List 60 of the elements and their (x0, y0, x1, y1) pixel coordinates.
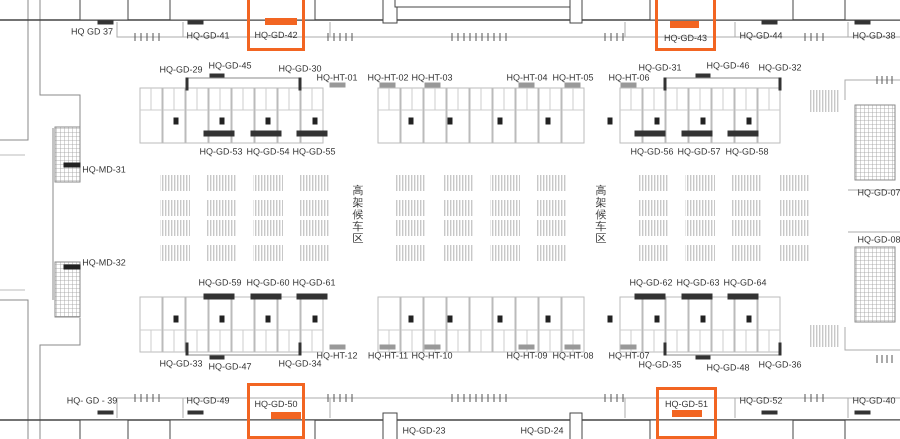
equipment-code: HQ GD 37 (71, 28, 113, 36)
equipment-code: HQ-GD-43 (662, 34, 708, 43)
equipment-code: HQ-GD-61 (292, 278, 336, 288)
highlight-frame (655, 0, 716, 51)
equipment-code: HQ-GD-40 (852, 396, 896, 406)
equipment-code: HQ-GD-52 (740, 396, 782, 406)
equipment-code: HQ-GD-24 (520, 426, 564, 436)
equipment-code: HQ- GD - 39 (66, 396, 118, 406)
equipment-code: HQ-GD-56 (630, 148, 674, 156)
equipment-code: HQ-GD-30 (278, 64, 322, 74)
equipment-code: HQ-HT-02 (368, 74, 408, 82)
equipment-code: HQ-GD-41 (186, 32, 230, 40)
equipment-code: HQ-GD-35 (638, 360, 682, 370)
equipment-code: HQ-GD-08 (858, 236, 900, 244)
equipment-code: HQ-GD-48 (706, 364, 750, 372)
equipment-code: HQ-GD-49 (186, 396, 230, 406)
highlight-frame (247, 383, 305, 439)
equipment-code: HQ-HT-01 (316, 74, 358, 82)
equipment-code: HQ-GD-58 (726, 148, 768, 156)
highlight-frame (656, 387, 717, 439)
equipment-code: HQ-GD-54 (246, 148, 290, 156)
equipment-code: HQ-GD-51 (664, 400, 709, 409)
equipment-code: HQ-GD-42 (253, 31, 298, 40)
equipment-code: HQ-GD-32 (758, 64, 802, 72)
equipment-code: HQ-GD-57 (678, 148, 720, 156)
equipment-code: HQ-HT-06 (608, 74, 650, 82)
equipment-code: HQ-GD-31 (638, 64, 682, 72)
equipment-code: HQ-HT-05 (552, 74, 594, 82)
area-label: 高架候车区 (352, 184, 364, 246)
area-label: 高架候车区 (596, 184, 606, 246)
equipment-code: HQ-GD-62 (630, 278, 672, 288)
equipment-code: HQ-GD-47 (208, 362, 252, 372)
equipment-code: HQ-HT-04 (506, 74, 548, 82)
equipment-code: HQ-GD-29 (160, 66, 202, 74)
equipment-code: HQ-GD-33 (160, 360, 202, 368)
highlight-frame (247, 0, 305, 51)
equipment-code: HQ-GD-34 (278, 360, 322, 368)
equipment-code: HQ-GD-64 (724, 278, 766, 288)
equipment-code: HQ-HT-11 (368, 352, 408, 360)
equipment-code: HQ-GD-36 (758, 360, 802, 370)
equipment-code: HQ-GD-63 (676, 278, 720, 288)
equipment-code: HQ-HT-09 (506, 352, 548, 360)
equipment-code: HQ-MD-32 (82, 258, 126, 268)
equipment-code: HQ-HT-10 (412, 352, 452, 360)
equipment-code: HQ-GD-38 (852, 32, 896, 40)
equipment-code: HQ-GD-55 (292, 148, 336, 156)
equipment-code: HQ-GD-44 (740, 32, 782, 40)
equipment-code: HQ-GD-53 (200, 148, 242, 156)
equipment-code: HQ-GD-07 (858, 188, 900, 198)
equipment-code: HQ-GD-23 (402, 426, 446, 436)
equipment-code: HQ-GD-50 (253, 400, 298, 409)
equipment-code: HQ-HT-07 (608, 352, 650, 360)
equipment-code: HQ-HT-08 (552, 352, 594, 360)
equipment-code: HQ-GD-59 (198, 278, 242, 288)
equipment-code: HQ-MD-31 (82, 166, 126, 174)
equipment-code: HQ-HT-03 (412, 74, 452, 82)
equipment-code: HQ-GD-46 (706, 62, 750, 70)
equipment-code: HQ-GD-45 (208, 62, 252, 70)
equipment-code: HQ-HT-12 (316, 352, 358, 360)
equipment-code: HQ-GD-60 (246, 278, 290, 288)
